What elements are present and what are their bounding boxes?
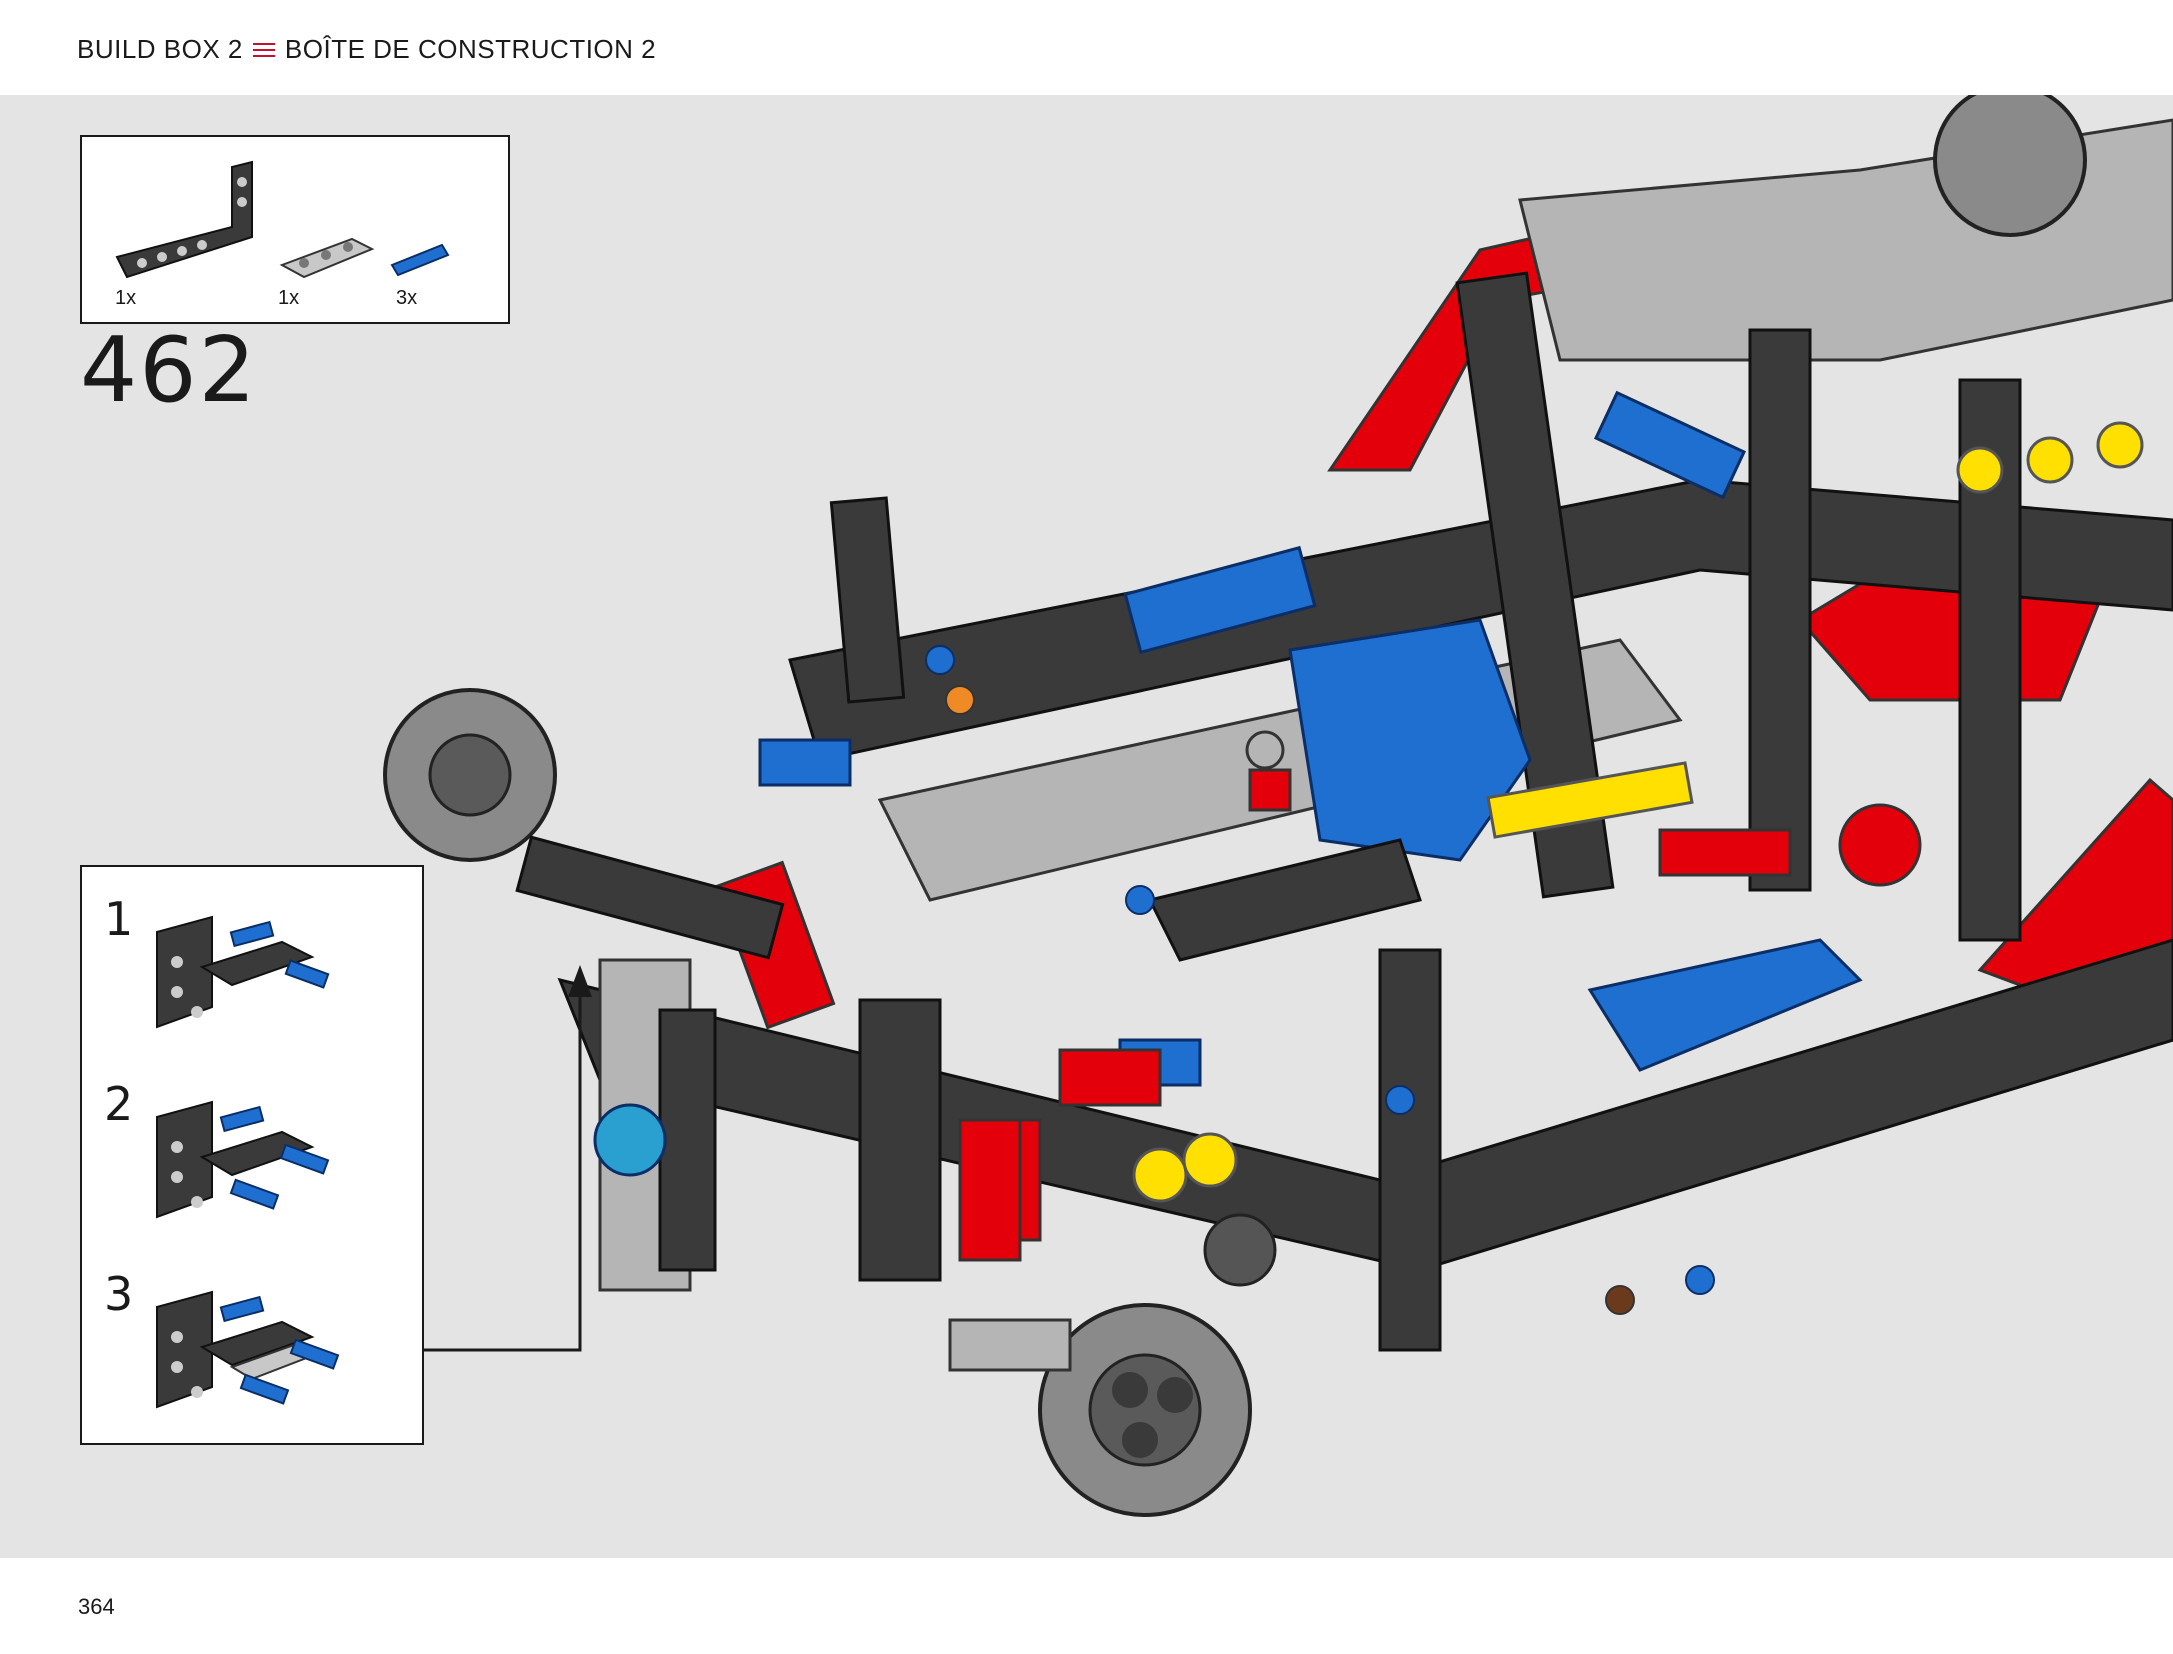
subassembly-illustration xyxy=(156,915,340,1409)
page-number: 364 xyxy=(78,1594,115,1619)
substep-number: 1 xyxy=(104,892,134,946)
build-box-label: BUILD BOX 2 BOÎTE DE CONSTRUCTION 2 xyxy=(77,34,656,65)
black-l-beam-icon xyxy=(115,160,253,279)
substep-2-assembly xyxy=(156,1100,330,1219)
chassis-illustration xyxy=(383,95,2173,1517)
part-qty: 1x xyxy=(115,287,137,309)
illustration-canvas xyxy=(0,95,2173,1558)
parts-illustration xyxy=(115,160,450,279)
subassembly-box: 1 2 3 xyxy=(80,865,424,1445)
blue-axle-pin-icon xyxy=(390,243,450,277)
parts-callout: 1x 1x 3x xyxy=(80,135,510,324)
three-lines-icon xyxy=(252,42,275,57)
substep-number: 2 xyxy=(104,1077,134,1131)
substep-3-assembly xyxy=(156,1290,340,1409)
step-number: 462 xyxy=(80,318,258,423)
part-qty: 3x xyxy=(396,287,418,309)
substep-1-assembly xyxy=(156,915,330,1029)
page-header: BUILD BOX 2 BOÎTE DE CONSTRUCTION 2 xyxy=(0,0,2173,95)
light-grey-beam-icon xyxy=(279,237,375,279)
header-right-label: BOÎTE DE CONSTRUCTION 2 xyxy=(284,34,657,64)
part-qty: 1x xyxy=(278,287,300,309)
header-left-label: BUILD BOX 2 xyxy=(77,34,243,64)
substep-number: 3 xyxy=(104,1267,134,1321)
